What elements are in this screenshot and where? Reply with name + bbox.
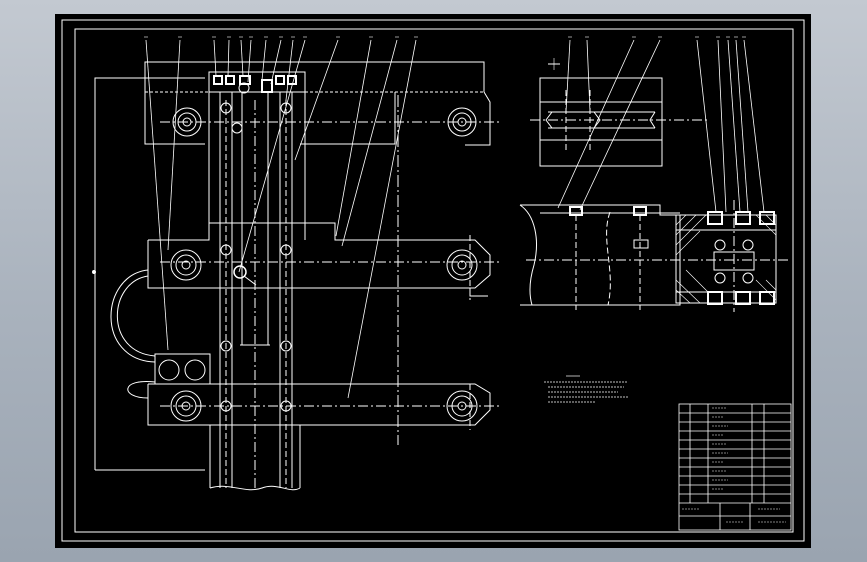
middle-left-bearing xyxy=(170,249,202,281)
outer-frame xyxy=(61,19,805,542)
technical-notes xyxy=(544,375,628,403)
top-frame xyxy=(144,61,485,144)
leader-lines xyxy=(145,39,417,399)
inner-frame xyxy=(74,28,794,533)
top-block xyxy=(208,71,306,93)
bottom-arm xyxy=(147,383,491,426)
leader-lines-right xyxy=(557,39,765,213)
bottom-right-bearing xyxy=(446,390,478,422)
section-view-top xyxy=(530,58,710,167)
bottom-left-bearing xyxy=(170,390,202,422)
title-block xyxy=(678,403,792,531)
main-view xyxy=(92,39,500,491)
middle-right-bearing xyxy=(446,249,478,281)
outline-left xyxy=(94,77,205,470)
cable-loop xyxy=(110,269,156,363)
drawing-sheet xyxy=(55,14,811,548)
middle-arm xyxy=(147,222,491,289)
section-view-middle xyxy=(519,39,790,312)
engineering-drawing xyxy=(61,19,805,542)
